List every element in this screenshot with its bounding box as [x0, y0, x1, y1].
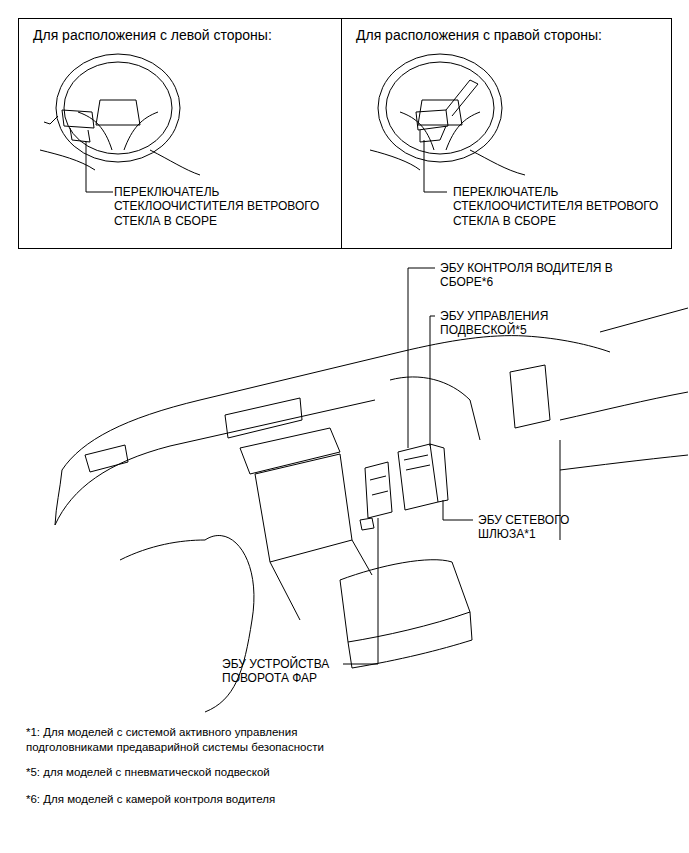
panel-heading: Для расположения с левой стороны:: [33, 27, 272, 44]
ecu-cluster: [360, 444, 448, 530]
part-label: ЭБУ УСТРОЙСТВА ПОВОРОТА ФАР: [222, 657, 372, 686]
leader-line: [86, 142, 113, 192]
dashboard-drawing: [55, 308, 688, 712]
leader-line: [408, 268, 435, 448]
leader-line: [430, 316, 435, 446]
leader-line: [443, 500, 473, 520]
footnote: *1: Для моделей с системой активного упр…: [26, 725, 376, 755]
panel-heading: Для расположения с правой стороны:: [356, 27, 602, 44]
location-panel: Для расположения с левой стороны: ПЕРЕКЛЮ…: [18, 18, 342, 249]
steering-wheel-left: [40, 54, 200, 175]
part-label: ЭБУ УПРАВЛЕНИЯ ПОДВЕСКОЙ*5: [440, 309, 590, 338]
steering-wheel-right: [370, 54, 525, 175]
part-label: ЭБУ КОНТРОЛЯ ВОДИТЕЛЯ В СБОРЕ*6: [440, 261, 655, 290]
location-panel: Для расположения с правой стороны: ПЕРЕКЛ…: [341, 18, 672, 249]
part-label: ПЕРЕКЛЮЧАТЕЛЬ СТЕКЛООЧИСТИТЕЛЯ ВЕТРОВОГО…: [114, 185, 324, 228]
part-label: ЭБУ СЕТЕВОГО ШЛЮЗА*1: [478, 513, 588, 542]
part-label: ПЕРЕКЛЮЧАТЕЛЬ СТЕКЛООЧИСТИТЕЛЯ ВЕТРОВОГО…: [453, 185, 663, 228]
footnote: *6: Для моделей с камерой контроля водит…: [26, 792, 376, 807]
leader-line: [424, 140, 447, 192]
leader-line: [343, 518, 378, 664]
footnote: *5: для моделей с пневматической подвеск…: [26, 765, 376, 780]
